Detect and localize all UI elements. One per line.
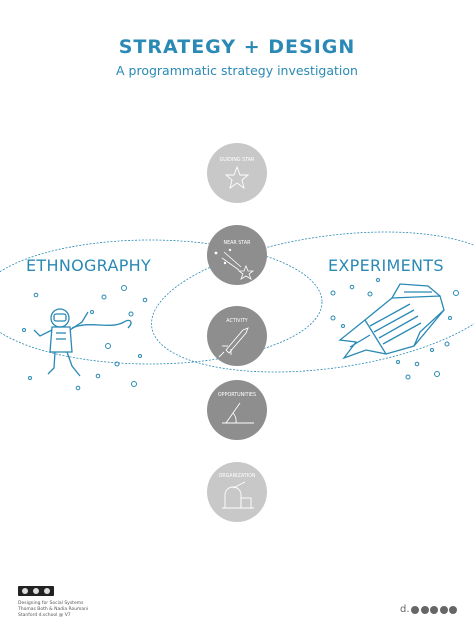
node-label: ORGANIZATION: [218, 473, 255, 479]
logo-dot-icon: [449, 605, 458, 614]
footer-line-2: Thomas Both & Nadia Roumani: [18, 607, 89, 612]
nc-icon: [43, 588, 50, 594]
footer-line-3: Stanford d.school @ V7: [18, 613, 71, 618]
page-title: STRATEGY + DESIGN: [118, 36, 356, 58]
bubble-decoration: [22, 285, 148, 391]
node-activity: ACTIVITY: [207, 306, 267, 366]
experiments-orbit: [151, 231, 474, 373]
ethnography-orbit: [0, 239, 323, 365]
star-icon: [224, 165, 250, 190]
angle-icon: [222, 402, 254, 424]
by-icon: [32, 588, 39, 594]
spacecraft-icon: [338, 283, 445, 360]
logo-dot-icon: [420, 605, 429, 614]
dschool-logo: d.: [400, 604, 458, 615]
logo-dot-icon: [439, 605, 448, 614]
node-label: OPPORTUNITIES: [218, 392, 256, 398]
logo-dot-icon: [411, 605, 420, 614]
shooting-star-icon: [214, 248, 255, 280]
node-opportunities: OPPORTUNITIES: [207, 380, 267, 440]
cc-icon: [22, 588, 29, 594]
creative-commons-badge: [18, 586, 54, 596]
node-guiding-star: GUIDING STAR: [207, 143, 267, 203]
node-label: GUIDING STAR: [220, 157, 255, 163]
node-label: NEAR STAR: [224, 240, 252, 246]
observatory-icon: [222, 481, 254, 509]
experiments-label: EXPERIMENTS: [328, 256, 444, 275]
bubble-decoration: [330, 278, 459, 380]
rocket-icon: [218, 327, 249, 358]
logo-dot-icon: [430, 605, 439, 614]
astronaut-icon: [33, 308, 132, 377]
footer-line-1: Designing for Social Systems: [18, 601, 84, 606]
node-near-star: NEAR STAR: [207, 225, 267, 285]
page-subtitle: A programmatic strategy investigation: [116, 63, 358, 78]
dschool-logo-text: d.: [400, 604, 410, 615]
ethnography-label: ETHNOGRAPHY: [26, 256, 152, 275]
node-organization: ORGANIZATION: [207, 462, 267, 522]
node-label: ACTIVITY: [226, 318, 248, 324]
